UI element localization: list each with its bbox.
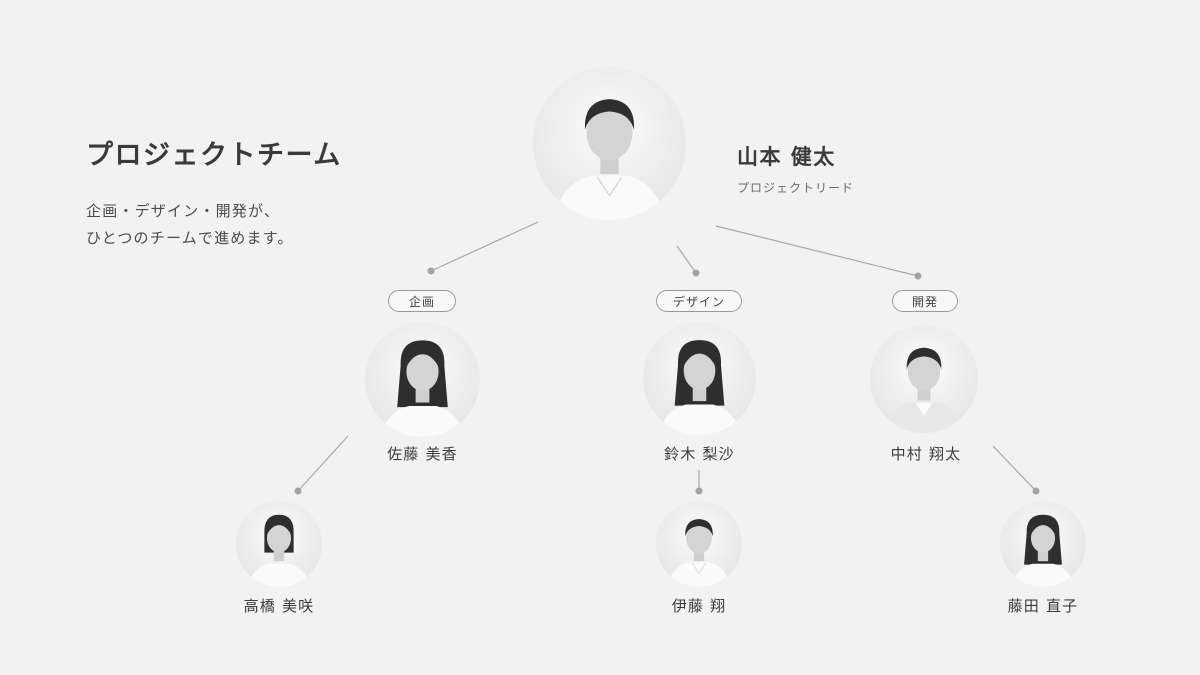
department-tag-planning: 企画	[388, 290, 456, 312]
page-title: プロジェクトチーム	[86, 140, 342, 171]
intro-description: 企画・デザイン・開発が、 ひとつのチームで進めます。	[86, 198, 342, 252]
member-name-takahashi: 高橋 美咲	[243, 597, 315, 615]
member-name-nakamura: 中村 翔太	[890, 445, 962, 463]
connector-dot	[1032, 487, 1040, 495]
connector-dot	[695, 487, 703, 495]
avatar-suzuki	[643, 322, 756, 435]
connector-lead-planning	[430, 221, 539, 272]
department-tag-design: デザイン	[656, 290, 742, 312]
connector-lead-development	[715, 225, 919, 277]
avatar-sato	[365, 322, 480, 437]
lead-role: プロジェクトリード	[737, 181, 855, 195]
avatar-nakamura	[870, 325, 978, 433]
connector-lead-design	[676, 245, 697, 274]
connector-dot	[692, 269, 700, 277]
connector-dot	[294, 487, 302, 495]
member-name-suzuki: 鈴木 梨沙	[664, 445, 735, 463]
intro-line-2: ひとつのチームで進めます。	[86, 229, 294, 247]
intro-block: プロジェクトチーム 企画・デザイン・開発が、 ひとつのチームで進めます。	[86, 133, 342, 252]
intro-line-1: 企画・デザイン・開発が、	[86, 202, 281, 220]
connector-nakamura-fujita	[992, 445, 1037, 492]
connector-dot	[427, 267, 435, 275]
department-tag-development: 開発	[892, 290, 958, 312]
lead-name: 山本 健太	[737, 145, 836, 169]
avatar-lead	[533, 67, 686, 220]
avatar-ito	[656, 501, 742, 587]
member-name-sato: 佐藤 美香	[387, 445, 458, 463]
connector-sato-takahashi	[297, 435, 349, 492]
avatar-takahashi	[236, 501, 322, 587]
member-name-fujita: 藤田 直子	[1007, 597, 1079, 615]
member-name-ito: 伊藤 翔	[671, 597, 727, 615]
connector-dot	[914, 272, 922, 280]
avatar-fujita	[1000, 501, 1086, 587]
